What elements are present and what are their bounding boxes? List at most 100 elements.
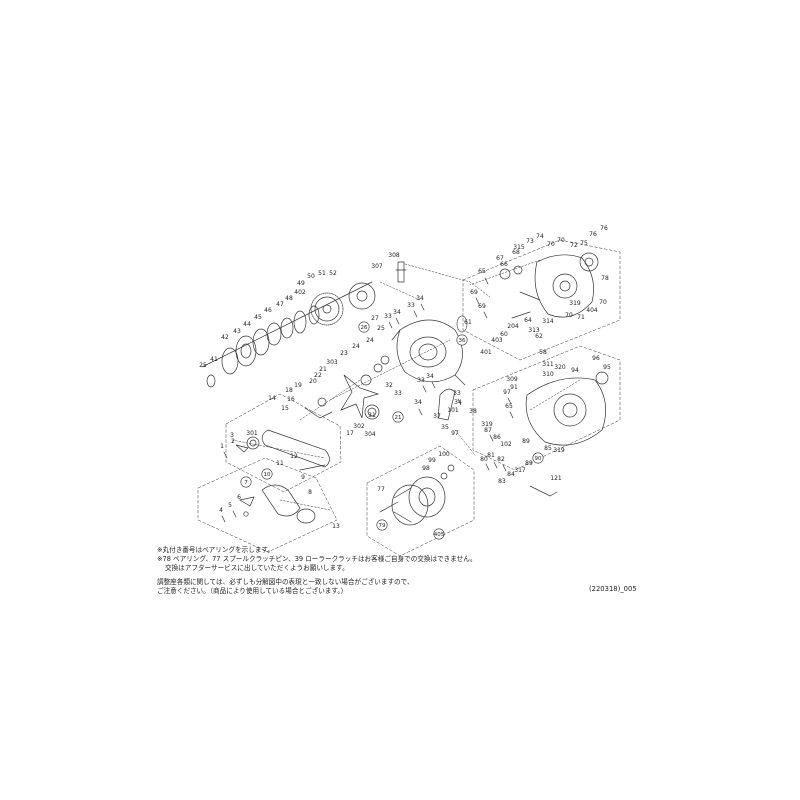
part-number: 61 bbox=[464, 319, 472, 326]
part-label-69: 69 bbox=[478, 303, 486, 310]
part-number: 43 bbox=[233, 328, 241, 335]
part-label-51: 51 bbox=[318, 270, 326, 277]
part-label-96: 96 bbox=[592, 355, 600, 362]
part-number: 5 bbox=[228, 502, 232, 509]
part-number: 91 bbox=[510, 384, 518, 391]
part-number: 46 bbox=[264, 307, 272, 314]
part-label-62: 62 bbox=[535, 333, 543, 340]
bearing-circle-marker bbox=[392, 411, 404, 423]
part-label-90: 90 bbox=[532, 452, 544, 464]
part-label-35: 35 bbox=[441, 424, 449, 431]
bearing-circle-marker bbox=[240, 476, 252, 488]
part-label-403: 403 bbox=[491, 337, 503, 344]
part-number: 76 bbox=[589, 231, 597, 238]
part-label-27: 27 bbox=[371, 315, 379, 322]
part-number: 79 bbox=[379, 523, 386, 529]
part-label-73: 73 bbox=[526, 238, 534, 245]
assembly-guide-lines bbox=[231, 259, 581, 511]
clutch-lever bbox=[437, 388, 456, 421]
part-label-3: 3 bbox=[230, 432, 234, 439]
part-label-101: 101 bbox=[447, 407, 459, 414]
part-label-69: 69 bbox=[470, 289, 478, 296]
part-label-45: 45 bbox=[254, 314, 262, 321]
part-label-70: 70 bbox=[547, 241, 555, 248]
part-label-37: 37 bbox=[433, 413, 441, 420]
part-label-65: 65 bbox=[478, 268, 486, 275]
part-number: 307 bbox=[371, 263, 383, 270]
part-label-33: 33 bbox=[453, 390, 461, 397]
part-label-34: 34 bbox=[414, 399, 422, 406]
part-label-18: 18 bbox=[285, 387, 293, 394]
part-number: 85 bbox=[544, 445, 552, 452]
part-label-84: 84 bbox=[507, 471, 515, 478]
part-number: 80 bbox=[480, 456, 488, 463]
part-number: 311 bbox=[542, 361, 554, 368]
part-number: 97 bbox=[503, 389, 511, 396]
part-label-72: 72 bbox=[570, 242, 578, 249]
part-label-308: 308 bbox=[388, 252, 400, 259]
part-label-89: 89 bbox=[525, 460, 533, 467]
part-number: 33 bbox=[384, 313, 392, 320]
group-boundaries bbox=[197, 239, 621, 557]
note-non-replaceable-parts: ※78 ベアリング、77 スプールクラッチピン、39 ローラークラッチはお客様ご… bbox=[157, 555, 477, 563]
part-label-34: 34 bbox=[416, 295, 424, 302]
part-number: 302 bbox=[353, 423, 365, 430]
handle-arm bbox=[235, 429, 330, 471]
part-number: 76 bbox=[600, 225, 608, 232]
screws bbox=[221, 277, 514, 523]
part-number: 33 bbox=[453, 390, 461, 397]
part-label-49: 49 bbox=[297, 280, 305, 287]
part-number: 14 bbox=[268, 395, 276, 402]
part-number: 70 bbox=[557, 237, 565, 244]
part-label-11: 11 bbox=[276, 460, 284, 467]
part-number: 97 bbox=[451, 430, 459, 437]
part-label-24: 24 bbox=[366, 337, 374, 344]
part-label-47: 47 bbox=[276, 301, 284, 308]
part-label-1: 1 bbox=[220, 443, 224, 450]
part-number: 7 bbox=[244, 480, 248, 486]
part-number: 82 bbox=[497, 456, 505, 463]
part-label-70: 70 bbox=[565, 312, 573, 319]
main-frame bbox=[391, 315, 468, 386]
part-label-311: 311 bbox=[542, 361, 554, 368]
part-number: 403 bbox=[491, 337, 503, 344]
part-label-42: 42 bbox=[221, 334, 229, 341]
part-label-402: 402 bbox=[294, 289, 306, 296]
part-label-33: 33 bbox=[394, 390, 402, 397]
part-label-10: 10 bbox=[261, 468, 273, 480]
part-label-9: 9 bbox=[301, 474, 305, 481]
part-label-91: 91 bbox=[510, 384, 518, 391]
part-label-313: 313 bbox=[528, 327, 540, 334]
part-number: 33 bbox=[417, 377, 425, 384]
part-number: 319 bbox=[553, 447, 565, 454]
part-number: 10 bbox=[264, 472, 271, 478]
part-label-307: 307 bbox=[371, 263, 383, 270]
part-number: 309 bbox=[506, 376, 518, 383]
part-label-5: 5 bbox=[228, 502, 232, 509]
part-number: 69 bbox=[470, 289, 478, 296]
part-number: 18 bbox=[285, 387, 293, 394]
part-number: 404 bbox=[586, 307, 598, 314]
part-number: 19 bbox=[294, 382, 302, 389]
part-label-13: 13 bbox=[332, 523, 340, 530]
part-number: 9 bbox=[301, 474, 305, 481]
part-label-32: 32 bbox=[385, 382, 393, 389]
bearing-circle-marker bbox=[358, 321, 370, 333]
part-number: 308 bbox=[388, 252, 400, 259]
part-label-304: 304 bbox=[364, 431, 376, 438]
part-number: 4 bbox=[219, 507, 223, 514]
part-number: 15 bbox=[281, 405, 289, 412]
part-number: 121 bbox=[550, 475, 562, 482]
diagram-artwork bbox=[197, 239, 621, 557]
part-number: 8 bbox=[308, 489, 312, 496]
part-number: 317 bbox=[514, 467, 526, 474]
part-label-89: 89 bbox=[522, 438, 530, 445]
part-number: 77 bbox=[377, 486, 385, 493]
drive-shaft-308 bbox=[395, 261, 407, 283]
part-number: 71 bbox=[577, 314, 585, 321]
part-number: 69 bbox=[478, 303, 486, 310]
part-number: 81 bbox=[487, 452, 495, 459]
part-number: 70 bbox=[565, 312, 573, 319]
